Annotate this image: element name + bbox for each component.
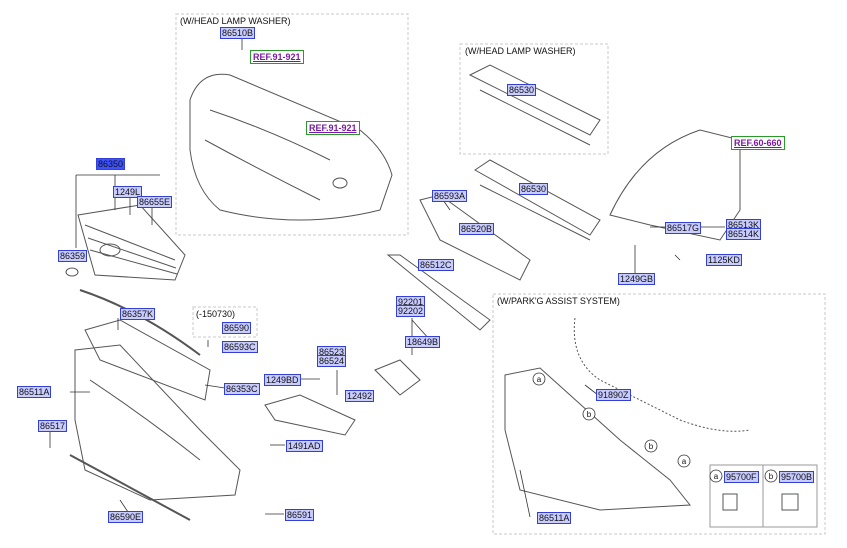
part-91890Z[interactable]: 91890Z	[596, 389, 631, 401]
caption-date-range: (-150730)	[196, 309, 236, 319]
part-86359[interactable]: 86359	[58, 250, 88, 262]
fender-drawing	[609, 129, 741, 241]
part-86520B[interactable]: 86520B	[459, 223, 495, 235]
clip-a-drawing	[722, 493, 738, 511]
callout-a-1-letter: a	[537, 375, 542, 384]
bumper-washer-top-drawing	[189, 73, 393, 221]
moulding-drawing	[79, 289, 201, 356]
part-95700B[interactable]: 95700B	[779, 471, 815, 483]
ref-link-3[interactable]: REF.60-660	[731, 136, 785, 150]
callout-b-2	[644, 439, 658, 453]
part-86524[interactable]: 86524	[317, 355, 347, 367]
part-86593C[interactable]: 86593C	[222, 341, 258, 353]
caption-washer-top: (W/HEAD LAMP WASHER)	[180, 16, 291, 26]
beam-washer-drawing	[468, 64, 601, 146]
grille-drawing	[77, 204, 186, 281]
part-86517[interactable]: 86517	[38, 420, 68, 432]
bumper-drawing	[74, 344, 241, 501]
legend-a-letter: a	[714, 472, 719, 481]
part-86590[interactable]: 86590	[222, 322, 252, 334]
part-12492[interactable]: 12492	[345, 390, 375, 402]
part-86591[interactable]: 86591	[285, 509, 315, 521]
part-92202[interactable]: 92202	[396, 305, 426, 317]
part-86655E[interactable]: 86655E	[137, 196, 173, 208]
part-86517G[interactable]: 86517G	[665, 222, 702, 234]
part-86530-washer[interactable]: 86530	[507, 84, 537, 96]
part-86511A-parking[interactable]: 86511A	[537, 512, 572, 524]
wiring-drawing	[573, 317, 751, 432]
part-86353C[interactable]: 86353C	[224, 383, 260, 395]
callout-a-1	[532, 372, 546, 386]
callout-b-1	[582, 407, 596, 421]
skirt-drawing	[69, 454, 191, 521]
part-86590E[interactable]: 86590E	[108, 511, 144, 523]
callout-letters: a b b a a b	[537, 375, 774, 481]
clip-b-drawing	[781, 493, 799, 511]
part-1491AD[interactable]: 1491AD	[286, 440, 323, 452]
beam-drawing	[474, 159, 601, 241]
callout-a-2	[677, 454, 691, 468]
part-1249L[interactable]: 1249L	[113, 186, 143, 198]
part-1249GB[interactable]: 1249GB	[618, 273, 656, 285]
part-86357K[interactable]: 86357K	[120, 308, 156, 320]
washer-box-top	[175, 13, 409, 236]
legend-b-circle	[764, 469, 778, 483]
part-95700F[interactable]: 95700F	[724, 471, 759, 483]
ref-link-2[interactable]: REF.91-921	[306, 121, 360, 135]
caption-washer-right: (W/HEAD LAMP WASHER)	[465, 46, 576, 56]
washer-box-right	[459, 43, 609, 155]
bumper-parking-drawing	[504, 367, 691, 511]
caption-parking-assist: (W/PARK'G ASSIST SYSTEM)	[497, 296, 620, 306]
part-86514K[interactable]: 86514K	[726, 228, 762, 240]
part-86530[interactable]: 86530	[519, 183, 549, 195]
leader-lines	[49, 37, 725, 518]
legend-a-circle	[709, 469, 723, 483]
upper-grille-drawing	[84, 319, 211, 401]
legend-b-letter: b	[769, 472, 774, 481]
callout-b-1-letter: b	[587, 410, 592, 419]
fog-lamp-right-drawing	[374, 359, 421, 396]
emblem-drawing	[65, 267, 79, 277]
lower-grille-drawing	[386, 254, 491, 331]
part-86510B[interactable]: 86510B	[220, 27, 256, 39]
parking-assist-box	[492, 293, 826, 535]
part-1125KD[interactable]: 1125KD	[706, 254, 742, 266]
ref-link-1[interactable]: REF.91-921	[250, 50, 304, 64]
callouts	[532, 372, 778, 483]
part-86512C[interactable]: 86512C	[418, 259, 454, 271]
group-boxes	[175, 13, 826, 535]
fog-lamp-drawing	[264, 394, 356, 436]
callout-b-2-letter: b	[649, 442, 654, 451]
part-86350[interactable]: 86350	[96, 158, 126, 170]
part-18649B[interactable]: 18649B	[405, 336, 441, 348]
date-box	[192, 306, 258, 338]
part-86511A[interactable]: 86511A	[17, 386, 52, 398]
part-86593A[interactable]: 86593A	[432, 190, 468, 202]
part-1249BD[interactable]: 1249BD	[264, 374, 301, 386]
callout-a-2-letter: a	[682, 457, 687, 466]
